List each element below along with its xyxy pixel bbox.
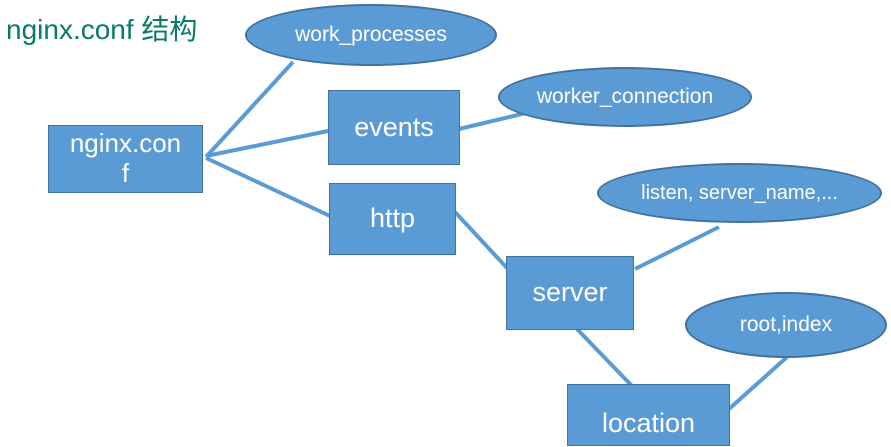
node-http: http (329, 183, 456, 255)
edge-nginx-conf-work-processes (204, 60, 295, 159)
node-work-processes: work_processes (245, 4, 497, 66)
node-events: events (328, 90, 460, 165)
edge-location-root-index (727, 355, 789, 411)
edge-events-worker-connection (458, 110, 531, 131)
edge-server-location (575, 327, 634, 388)
diagram-title: nginx.conf 结构 (6, 14, 198, 45)
node-location: location (567, 384, 730, 446)
node-nginx-conf: nginx.con f (48, 125, 203, 193)
node-listen-server-name: listen, server_name,... (597, 163, 882, 223)
edge-http-server (453, 210, 509, 270)
edge-nginx-conf-events (205, 129, 329, 158)
node-root-index: root,index (685, 292, 887, 358)
edge-nginx-conf-http (205, 156, 331, 218)
node-server: server (506, 256, 634, 330)
edge-server-listen-server-name (634, 225, 720, 271)
node-worker-connection: worker_connection (498, 67, 752, 127)
